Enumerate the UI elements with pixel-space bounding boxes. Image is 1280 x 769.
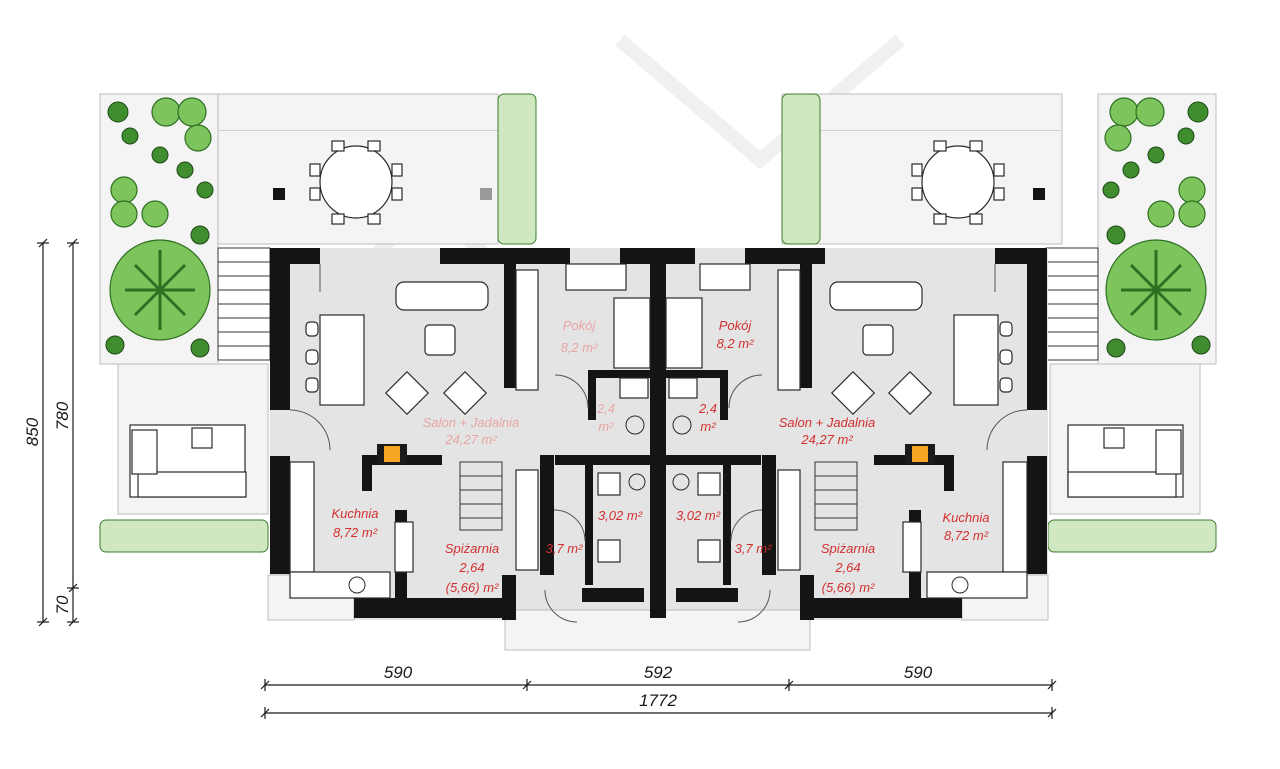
- left-lazienka-area: 3,02 m²: [598, 508, 643, 523]
- right-garden: [781, 93, 1217, 553]
- right-salon-area: 24,27 m²: [800, 432, 853, 447]
- right-pokoj-name: Pokój: [719, 318, 753, 333]
- left-staircase: [459, 461, 503, 531]
- doors: [289, 264, 1028, 623]
- left-kuchnia-area: 8,72 m²: [333, 525, 378, 540]
- walls: [270, 248, 1047, 620]
- left-salon-name: Salon + Jadalnia: [423, 415, 520, 430]
- right-spizarnia-value: 2,64: [834, 560, 860, 575]
- left-spizarnia-name: Spiżarnia: [445, 541, 499, 556]
- right-pokoj-area: 8,2 m²: [717, 336, 755, 351]
- right-room-labels: Salon + Jadalnia 24,27 m² Pokój 8,2 m² 2…: [676, 318, 990, 595]
- right-lazienka-area: 3,02 m²: [676, 508, 721, 523]
- left-hall-area: 3,7 m²: [546, 541, 584, 556]
- right-wc-unit: m²: [700, 419, 716, 434]
- dim-bottom-middle: 592: [644, 663, 673, 682]
- left-salon-area: 24,27 m²: [444, 432, 497, 447]
- left-wc-unit: m²: [598, 419, 614, 434]
- right-kuchnia-area: 8,72 m²: [944, 528, 989, 543]
- dim-total: 1772: [639, 691, 677, 710]
- right-salon-name: Salon + Jadalnia: [779, 415, 876, 430]
- right-wc-value: 2,4: [698, 401, 717, 416]
- right-staircase: [814, 461, 858, 531]
- right-furniture: [665, 263, 1028, 599]
- dim-bottom-right: 590: [904, 663, 933, 682]
- right-hall-area: 3,7 m²: [735, 541, 773, 556]
- dim-left-inner: 780: [53, 401, 72, 430]
- right-spizarnia-name: Spiżarnia: [821, 541, 875, 556]
- left-spizarnia-extra: (5,66) m²: [446, 580, 499, 595]
- left-kuchnia-name: Kuchnia: [332, 506, 379, 521]
- right-kuchnia-name: Kuchnia: [943, 510, 990, 525]
- left-furniture: [289, 263, 651, 599]
- dim-bottom-left: 590: [384, 663, 413, 682]
- left-garden: [99, 93, 537, 553]
- dimensions: 590 592 590 1772 850 780 70: [23, 238, 1057, 719]
- left-wc-value: 2,4: [596, 401, 615, 416]
- dim-left-small: 70: [53, 595, 72, 614]
- left-spizarnia-value: 2,64: [458, 560, 484, 575]
- left-room-labels: Salon + Jadalnia 24,27 m² Pokój 8,2 m² 2…: [332, 318, 643, 595]
- right-spizarnia-extra: (5,66) m²: [822, 580, 875, 595]
- dim-left-outer: 850: [23, 417, 42, 446]
- left-pokoj-name: Pokój: [563, 318, 597, 333]
- left-pokoj-area: 8,2 m²: [561, 340, 599, 355]
